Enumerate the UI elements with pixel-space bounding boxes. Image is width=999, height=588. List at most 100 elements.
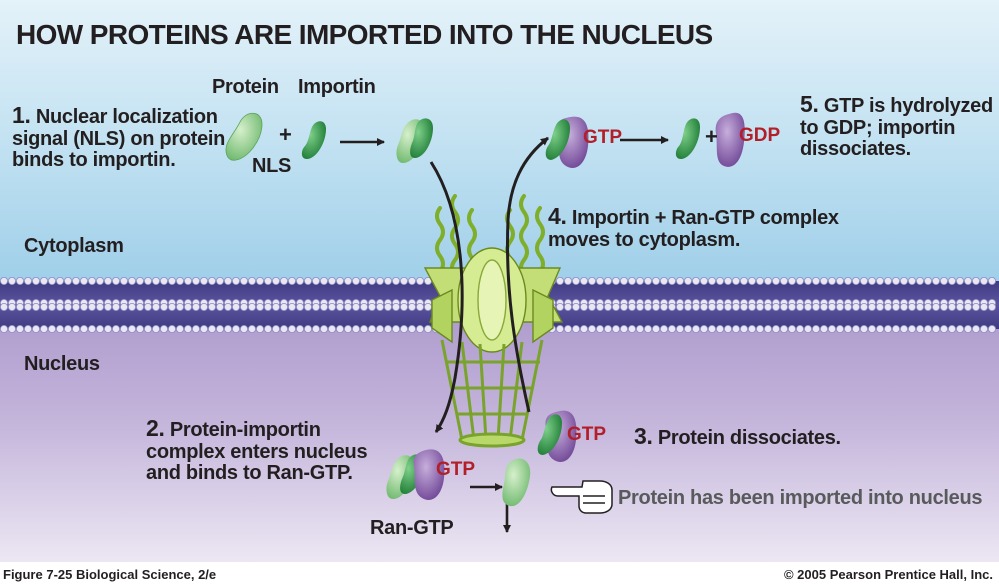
label-importin: Importin: [298, 76, 376, 98]
lipid-head: [223, 324, 232, 333]
lipid-head: [588, 324, 597, 333]
lipid-head: [852, 276, 861, 285]
importin-free: [301, 121, 326, 159]
lipid-head: [788, 302, 797, 311]
lipid-head: [948, 324, 957, 333]
lipid-head: [159, 302, 168, 311]
lipid-head: [908, 276, 917, 285]
lipid-head: [183, 302, 192, 311]
importin-ran-gtp-complex-bottom: [537, 410, 577, 462]
lipid-head: [311, 302, 320, 311]
lipid-head: [860, 302, 869, 311]
lipid-head: [287, 302, 296, 311]
lipid-head: [303, 302, 312, 311]
lipid-head: [399, 276, 408, 285]
lipid-head: [143, 324, 152, 333]
lipid-head: [199, 276, 208, 285]
lipid-head: [223, 276, 232, 285]
lipid-head: [327, 302, 336, 311]
lipid-head: [756, 324, 765, 333]
lipid-head: [732, 324, 741, 333]
lipid-head: [72, 276, 81, 285]
lipid-head: [564, 302, 573, 311]
lipid-head: [724, 324, 733, 333]
step-4: 4. Importin + Ran-GTP complex moves to c…: [548, 204, 839, 251]
lipid-head: [40, 324, 49, 333]
lipid-head: [359, 324, 368, 333]
lipid-head: [415, 324, 424, 333]
lipid-head: [900, 302, 909, 311]
lipid-head: [620, 324, 629, 333]
label-gtp-right: GTP: [567, 424, 607, 445]
lipid-head: [7, 324, 16, 333]
lipid-head: [327, 276, 336, 285]
step-1-number: 1.: [12, 102, 31, 128]
lipid-head: [183, 276, 192, 285]
lipid-head: [948, 302, 957, 311]
lipid-head: [151, 276, 160, 285]
lipid-head: [159, 276, 168, 285]
lipid-head: [167, 276, 176, 285]
lipid-head: [860, 276, 869, 285]
lipid-head: [423, 302, 432, 311]
lipid-head: [88, 302, 97, 311]
label-nls: NLS: [252, 155, 292, 177]
lipid-head: [239, 302, 248, 311]
lipid-head: [644, 324, 653, 333]
lipid-head: [72, 324, 81, 333]
lipid-head: [375, 276, 384, 285]
lipid-head: [836, 324, 845, 333]
lipid-head: [96, 302, 105, 311]
lipid-head: [391, 324, 400, 333]
lipid-head: [740, 302, 749, 311]
lipid-head: [279, 276, 288, 285]
lipid-head: [724, 302, 733, 311]
lipid-head: [628, 276, 637, 285]
lipid-head: [740, 324, 749, 333]
lipid-head: [940, 324, 949, 333]
step-2-number: 2.: [146, 415, 165, 441]
lipid-head: [588, 302, 597, 311]
lipid-head: [716, 324, 725, 333]
step-4-line-2: moves to cytoplasm.: [548, 228, 741, 251]
lipid-head: [796, 276, 805, 285]
lipid-head: [415, 302, 424, 311]
lipid-head: [96, 276, 105, 285]
lipid-head: [748, 302, 757, 311]
lipid-head: [303, 324, 312, 333]
lipid-head: [311, 276, 320, 285]
lipid-head: [660, 324, 669, 333]
lipid-head: [612, 276, 621, 285]
lipid-head: [279, 302, 288, 311]
step-1-line-2: signal (NLS) on protein: [12, 127, 226, 150]
lipid-head: [56, 324, 65, 333]
lipid-head: [319, 324, 328, 333]
lipid-head: [940, 302, 949, 311]
lipid-head: [708, 324, 717, 333]
lipid-head: [175, 324, 184, 333]
step-2-line-1: Protein-importin: [169, 419, 321, 441]
lipid-head: [628, 302, 637, 311]
lipid-head: [644, 276, 653, 285]
lipid-head: [868, 302, 877, 311]
lipid-head: [660, 302, 669, 311]
lipid-head: [223, 302, 232, 311]
lipid-head: [788, 276, 797, 285]
lipid-head: [303, 276, 312, 285]
lipid-head: [988, 324, 997, 333]
lipid-head: [191, 324, 200, 333]
lipid-head: [319, 276, 328, 285]
lipid-head: [772, 302, 781, 311]
lipid-head: [127, 276, 136, 285]
importin-released: [675, 118, 700, 159]
lipid-head: [748, 276, 757, 285]
lipid-head: [239, 276, 248, 285]
lipid-head: [391, 276, 400, 285]
lipid-head: [764, 324, 773, 333]
lipid-head: [964, 276, 973, 285]
lipid-head: [724, 276, 733, 285]
lipid-head: [40, 276, 49, 285]
lipid-head: [980, 276, 989, 285]
step-2-line-2: complex enters nucleus: [146, 440, 368, 463]
lipid-head: [676, 324, 685, 333]
